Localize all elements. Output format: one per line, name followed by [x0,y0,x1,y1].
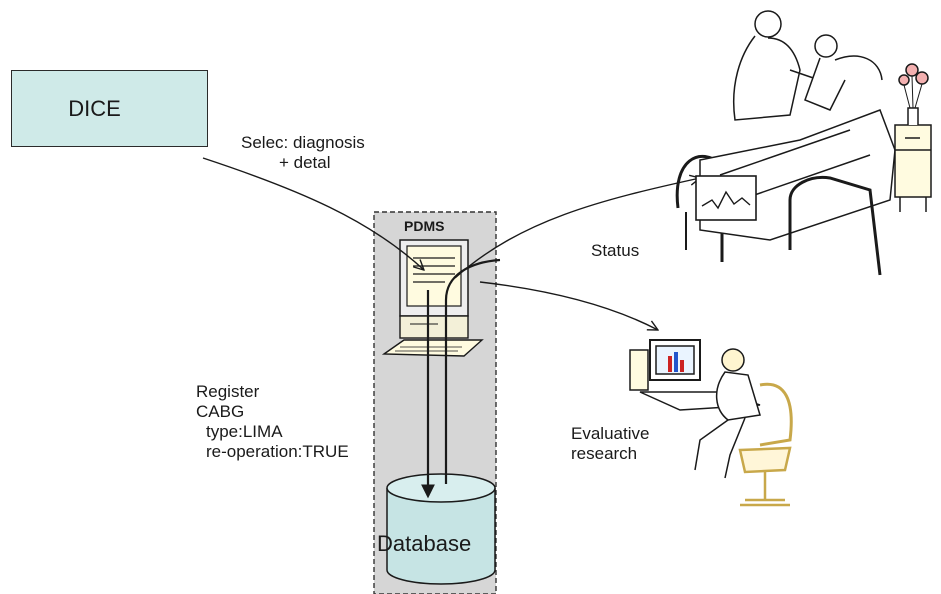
hospital-bed-patient-icon [675,10,932,276]
pdms-title: PDMS [404,218,445,234]
database-cylinder [386,473,496,585]
database-label: Database [377,531,472,556]
arrow-to-research [479,281,658,330]
researcher-at-computer-icon [629,339,793,507]
arrow-status-to-bed [454,178,700,279]
select-diagnosis-label: Selec: diagnosis + detal [241,133,365,172]
status-label: Status [591,241,640,260]
evaluative-research-label: Evaluative research [571,424,650,463]
computer-icon [381,239,484,357]
dice-label: DICE [68,95,121,121]
register-block: Register CABG type:LIMA re-operation:TRU… [196,382,349,461]
dice-box: DICE [11,70,208,147]
arrow-dice-to-pdms [202,157,424,270]
